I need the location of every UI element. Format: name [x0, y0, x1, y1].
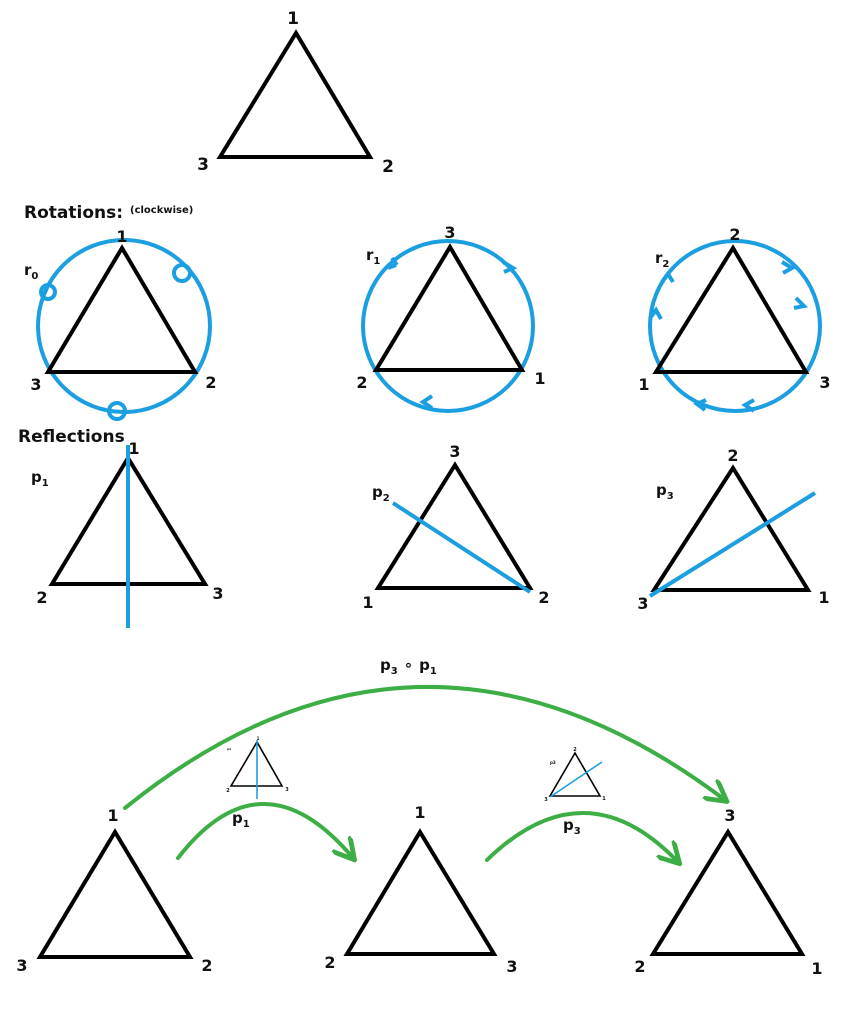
identity-marker: [39, 283, 57, 301]
triangle-shape: [343, 828, 498, 956]
arrow-icon: [648, 306, 663, 320]
vertex-label: 1: [818, 588, 829, 607]
vertex-label: 3: [819, 373, 830, 392]
step1-arrow: [176, 802, 353, 858]
reflection-axis: [549, 761, 603, 798]
arrow-icon: [693, 398, 707, 412]
vertex-label: 1: [811, 959, 822, 978]
vertex-label: 1: [287, 9, 299, 29]
triangle-shape: [649, 828, 806, 956]
triangle-shape: [44, 244, 199, 374]
vertex-label: 2: [201, 956, 212, 975]
vertex-label: 2: [324, 953, 335, 972]
triangle-shape: [548, 751, 602, 797]
original-triangle: 1 3 2: [197, 9, 394, 177]
reflection-p2: 3 1 2 p2: [362, 442, 549, 612]
reflection-label: p1: [31, 468, 49, 489]
vertex-label: 3: [212, 584, 223, 603]
vertex-label: 1: [638, 375, 649, 394]
rotation-circle: [361, 239, 535, 413]
vertex-label: 2: [634, 957, 645, 976]
rotation-r2: 2 1 3 r2: [638, 225, 831, 413]
vertex-label: 3: [724, 806, 735, 825]
reflection-axis: [648, 491, 817, 598]
mini-label: p3: [550, 760, 556, 765]
vertex-label: 1: [534, 369, 545, 388]
vertex-label: 3: [544, 797, 548, 803]
rotation-r1: 3 2 1 r1: [356, 223, 546, 413]
result-triangle-1: 1 3 2: [16, 806, 212, 975]
vertex-label: 1: [414, 803, 425, 822]
vertex-label: 1: [116, 227, 127, 246]
arrow-icon: [780, 260, 796, 275]
rotations-note: (clockwise): [130, 205, 193, 216]
step2-label: p3: [563, 816, 581, 837]
rotations-title: Rotations:: [24, 203, 123, 223]
triangle-shape: [372, 243, 526, 372]
arrow-icon: [419, 394, 434, 410]
triangle-shape: [374, 461, 534, 590]
vertex-label: 1: [107, 806, 118, 825]
mini-label: p1: [227, 747, 231, 751]
reflection-label: p2: [372, 483, 390, 504]
reflection-label: p3: [656, 481, 674, 502]
vertex-label: 3: [506, 957, 517, 976]
vertex-label: 2: [573, 747, 577, 753]
arrow-icon: [660, 270, 675, 284]
triangle-shape: [650, 464, 812, 592]
vertex-label: 1: [602, 796, 606, 802]
triangle-shape: [36, 828, 194, 959]
vertex-label: 2: [727, 446, 738, 465]
rotation-label: r0: [24, 261, 38, 282]
vertex-label: 1: [362, 593, 373, 612]
vertex-label: 3: [637, 594, 648, 613]
identity-marker: [172, 263, 192, 283]
rotation-label: r2: [655, 249, 669, 270]
composite-arrow: [123, 685, 725, 810]
vertex-label: 1: [257, 736, 260, 741]
vertex-label: 3: [30, 375, 41, 394]
vertex-label: 2: [538, 588, 549, 607]
vertex-label: 2: [382, 157, 394, 177]
vertex-label: 3: [16, 956, 27, 975]
reflections-title: Reflections: [18, 427, 125, 447]
rotation-label: r1: [366, 246, 380, 267]
arrow-icon: [793, 296, 809, 310]
composition: p3∘p1 1 2 3 p1 2 3 1 p3 p1 p3 1 3 2: [16, 656, 822, 978]
vertex-label: 2: [36, 588, 47, 607]
vertex-label: 3: [449, 442, 460, 461]
vertex-label: 2: [356, 373, 367, 392]
step1-label: p1: [232, 809, 250, 830]
triangle-shape: [216, 29, 374, 159]
vertex-label: 2: [226, 788, 230, 794]
reflection-axis: [391, 501, 532, 594]
vertex-label: 3: [197, 155, 209, 175]
triangle-shape: [652, 244, 810, 374]
identity-marker: [107, 401, 127, 421]
rotation-r0: 1 3 2 r0: [24, 227, 217, 421]
vertex-label: 3: [285, 787, 289, 793]
composite-label: p3∘p1: [380, 656, 437, 677]
arrow-icon: [741, 398, 756, 413]
step2-arrow: [485, 811, 678, 862]
arrow-icon: [501, 260, 518, 274]
vertex-label: 1: [128, 439, 139, 458]
result-triangle-3: 3 2 1: [634, 806, 822, 978]
arrow-icon: [387, 256, 399, 270]
reflection-p3: 2 3 1 p3: [637, 446, 829, 613]
rotation-circle: [648, 239, 822, 413]
mini-reflection-p3: 2 3 1 p3: [544, 747, 606, 803]
mini-reflection-p1: 1 2 3 p1: [226, 736, 289, 799]
result-triangle-2: 1 2 3: [324, 803, 517, 976]
vertex-label: 2: [729, 225, 740, 244]
reflection-p1: 1 2 3 p1: [31, 439, 224, 628]
vertex-label: 3: [444, 223, 455, 242]
vertex-label: 2: [205, 373, 216, 392]
